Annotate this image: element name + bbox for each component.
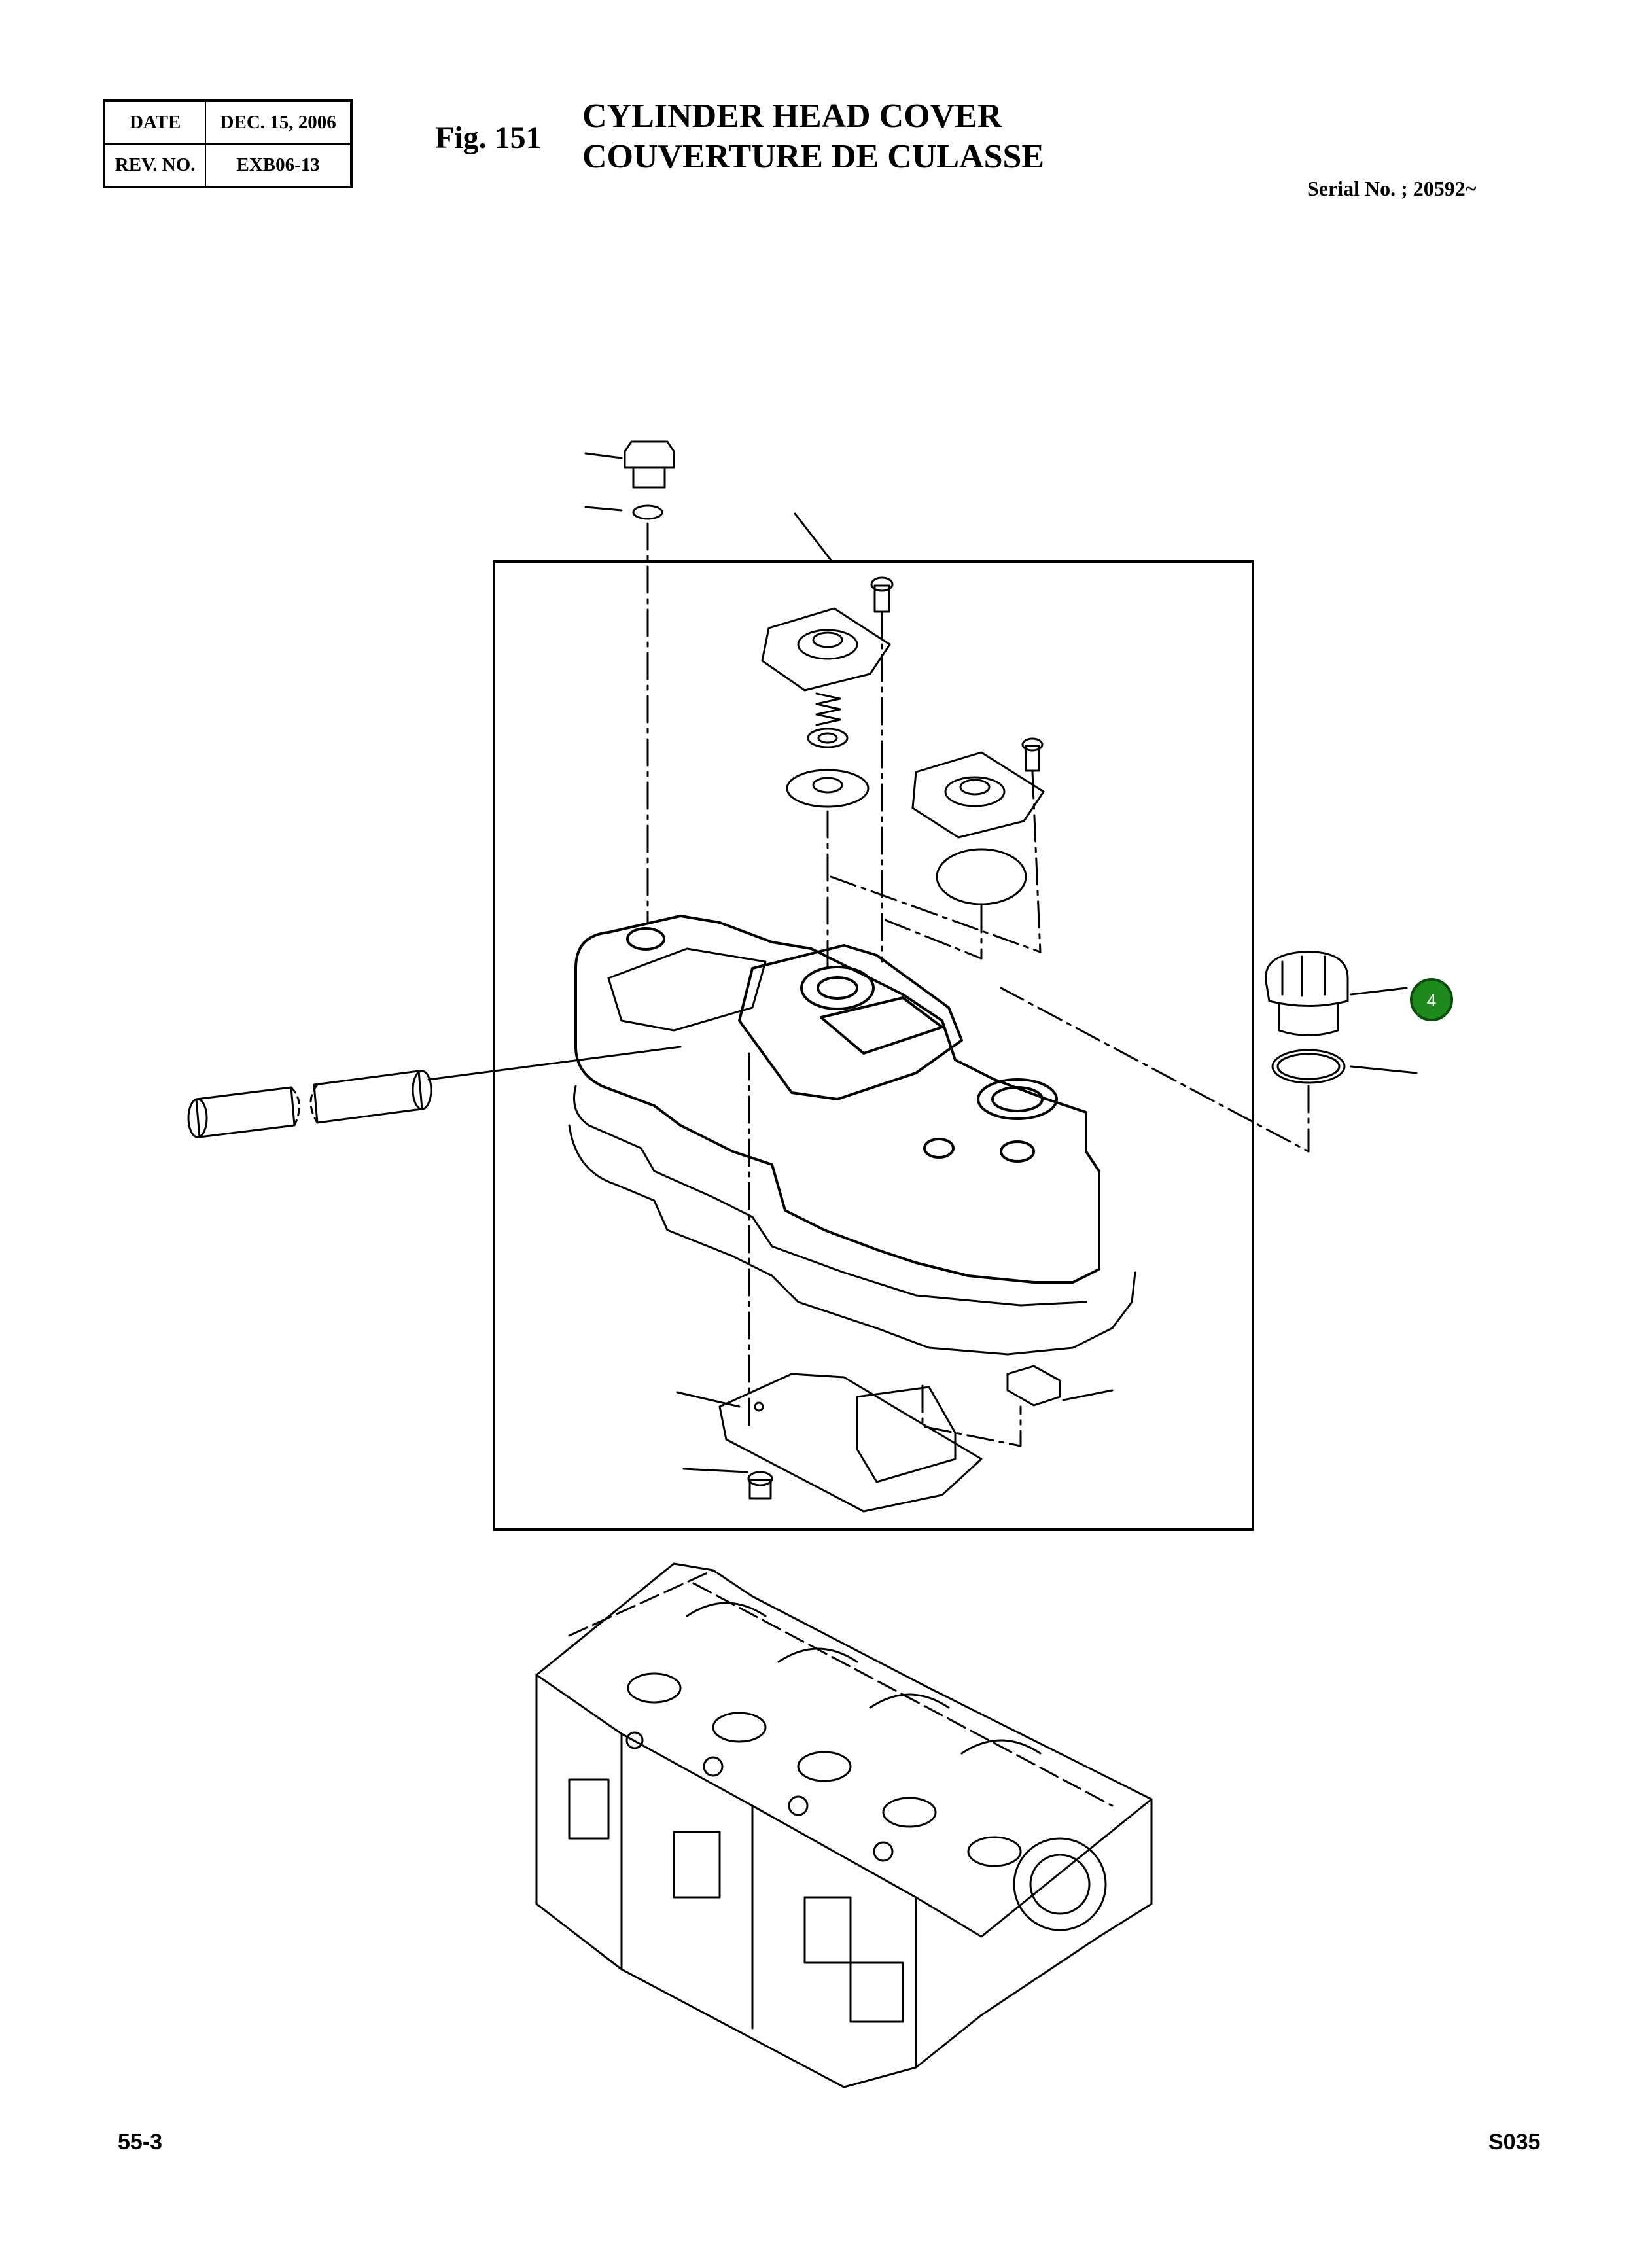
date-value: DEC. 15, 2006	[205, 100, 352, 145]
serial-number: Serial No. ; 20592~	[1307, 177, 1477, 200]
cylinder-head-cover-part	[568, 915, 1136, 1356]
breather-cover-part	[761, 576, 894, 970]
top-bolt-part	[584, 440, 675, 924]
figure-title-english: CYLINDER HEAD COVER	[582, 97, 1002, 135]
figure-title-french: COUVERTURE DE CULASSE	[582, 138, 1045, 175]
assembly-frame	[493, 560, 1254, 1531]
page-number: 55-3	[118, 2130, 163, 2154]
date-label: DATE	[103, 100, 207, 145]
cylinder-head-part	[535, 1562, 1153, 2088]
callout-4: 4	[1410, 978, 1453, 1021]
second-cover-part	[830, 737, 1045, 960]
breather-hose-part	[187, 1046, 682, 1138]
oil-filler-cap-part	[1000, 951, 1418, 1153]
revision-table: DATE DEC. 15, 2006 REV. NO. EXB06-13	[103, 99, 353, 188]
section-code: S035	[1488, 2130, 1541, 2154]
figure-number: Fig. 151	[435, 120, 542, 155]
callout-4-number: 4	[1427, 991, 1436, 1010]
leader-line-cover	[794, 512, 832, 561]
bracket-plate-part	[676, 1052, 1114, 1513]
rev-value: EXB06-13	[205, 143, 352, 188]
rev-label: REV. NO.	[103, 143, 207, 188]
